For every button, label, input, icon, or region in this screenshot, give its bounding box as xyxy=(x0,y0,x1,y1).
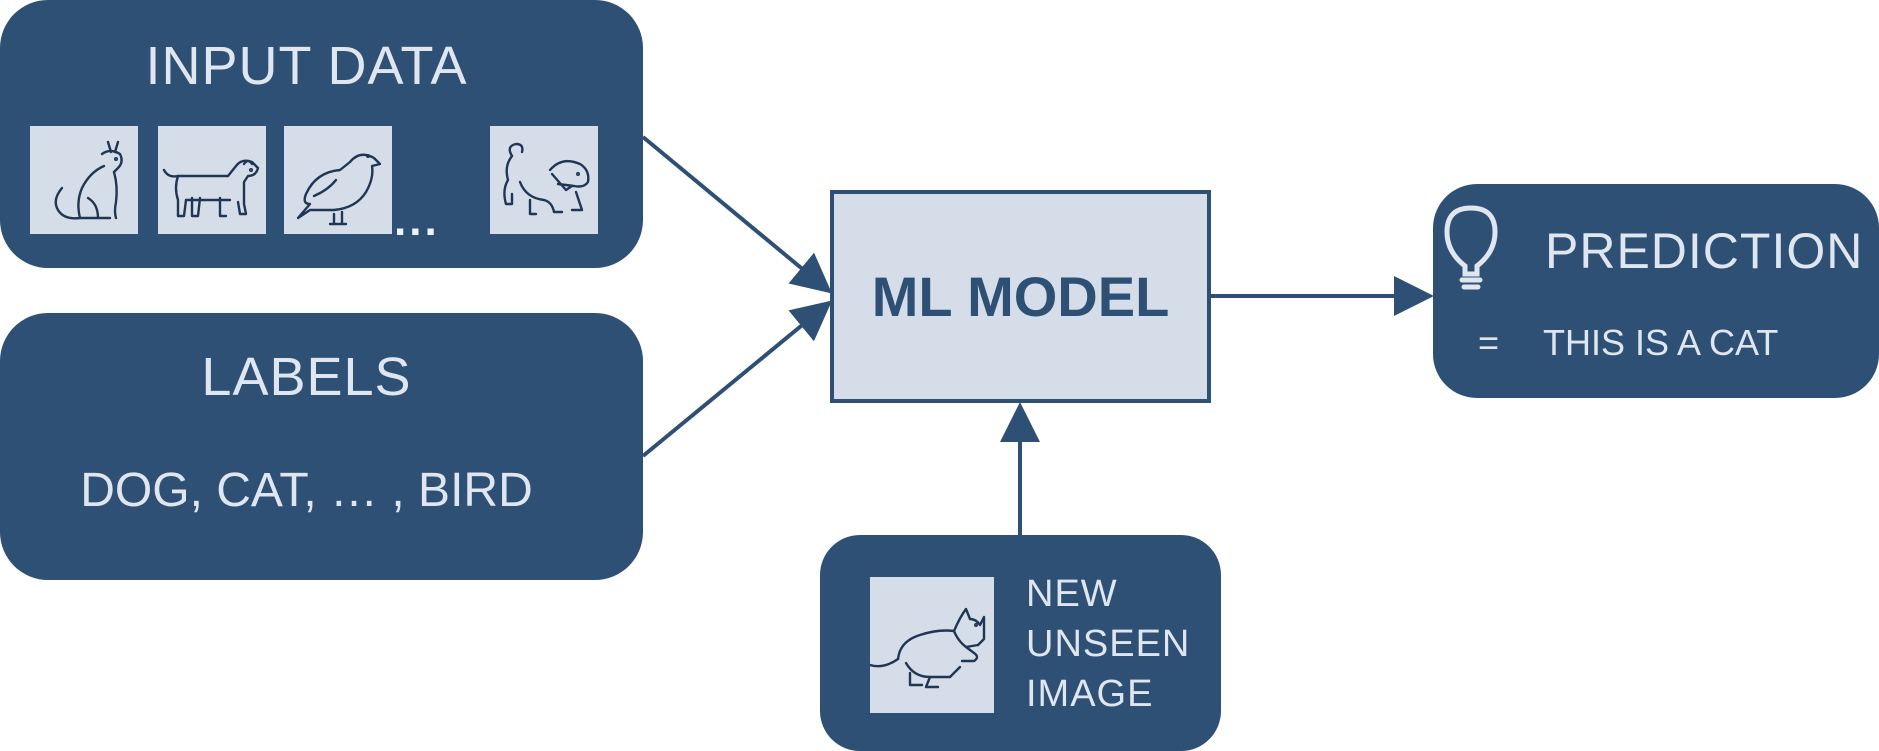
dog-icon xyxy=(162,159,260,218)
new-image-line-2: UNSEEN xyxy=(1026,623,1191,665)
new-image-line-1: NEW xyxy=(1026,573,1118,615)
new-image-line-3: IMAGE xyxy=(1026,673,1154,715)
labels-title: LABELS xyxy=(201,347,412,407)
puppy-icon xyxy=(503,142,590,216)
prediction-equals: = xyxy=(1478,322,1500,363)
labels-list: DOG, CAT, … , BIRD xyxy=(80,464,533,517)
arrow-input-to-model xyxy=(641,135,833,294)
prediction-title: PREDICTION xyxy=(1545,223,1864,279)
bird-icon xyxy=(296,153,382,226)
ml-model-box: ML MODEL xyxy=(830,190,1211,403)
cat-image-tile xyxy=(30,126,138,234)
bird-image-tile xyxy=(284,126,392,234)
more-images-ellipsis: ... xyxy=(394,196,440,245)
crouching-cat-icon xyxy=(870,607,986,689)
prediction-panel xyxy=(1433,184,1879,398)
puppy-image-tile xyxy=(490,126,598,234)
new-image-panel: NEW UNSEEN IMAGE xyxy=(820,535,1221,751)
ml-model-label: ML MODEL xyxy=(871,265,1170,328)
prediction-result: THIS IS A CAT xyxy=(1543,322,1779,363)
arrow-labels-to-model xyxy=(641,300,833,458)
dog-image-tile xyxy=(158,126,266,234)
labels-panel: LABELS DOG, CAT, … , BIRD xyxy=(0,313,643,580)
input-data-title: INPUT DATA xyxy=(145,36,468,96)
cat-icon xyxy=(54,140,123,220)
input-data-panel: INPUT DATA xyxy=(0,0,643,268)
new-image-tile xyxy=(870,577,994,713)
